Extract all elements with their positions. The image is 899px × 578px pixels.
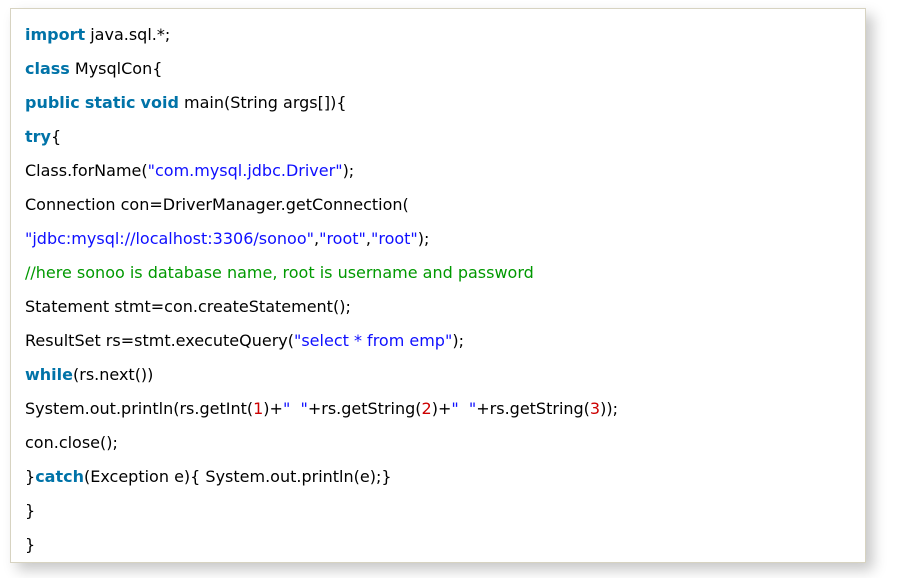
code-segment-plain: }: [25, 535, 36, 554]
code-segment-keyword: class: [25, 59, 70, 78]
code-segment-plain: ,: [314, 229, 320, 248]
code-block: import java.sql.*;class MysqlCon{public …: [10, 8, 866, 563]
code-segment-plain: )+: [263, 399, 283, 418]
code-segment-number: 2: [421, 399, 432, 418]
code-segment-plain: con.close();: [25, 433, 118, 452]
code-segment-plain: );: [452, 331, 464, 350]
code-segment-keyword: catch: [35, 467, 84, 486]
code-line: Class.forName("com.mysql.jdbc.Driver");: [25, 154, 851, 188]
code-segment-plain: Class.forName(: [25, 161, 148, 180]
code-segment-string: "root": [319, 229, 366, 248]
code-line: Statement stmt=con.createStatement();: [25, 290, 851, 324]
code-segment-plain: }: [25, 467, 36, 486]
code-segment-keyword: import: [25, 25, 86, 44]
code-segment-keyword: while: [25, 365, 73, 384]
code-segment-plain: main(String args[]){: [178, 93, 347, 112]
code-line: //here sonoo is database name, root is u…: [25, 256, 851, 290]
code-segment-keyword: try: [25, 127, 51, 146]
code-segment-plain: System.out.println(rs.getInt(: [25, 399, 254, 418]
code-segment-comment: //here sonoo is database name, root is u…: [25, 263, 534, 282]
code-line: ResultSet rs=stmt.executeQuery("select *…: [25, 324, 851, 358]
code-segment-plain: ));: [600, 399, 618, 418]
code-segment-keyword: public: [25, 93, 80, 112]
code-line: }catch(Exception e){ System.out.println(…: [25, 460, 851, 494]
code-segment-plain: (Exception e){ System.out.println(e);}: [84, 467, 392, 486]
code-line: con.close();: [25, 426, 851, 460]
code-line: System.out.println(rs.getInt(1)+" "+rs.g…: [25, 392, 851, 426]
code-line: import java.sql.*;: [25, 18, 851, 52]
code-segment-plain: (rs.next()): [73, 365, 154, 384]
code-segment-plain: {: [50, 127, 62, 146]
code-segment-plain: +rs.getString(: [307, 399, 422, 418]
code-line: "jdbc:mysql://localhost:3306/sonoo","roo…: [25, 222, 851, 256]
code-segment-keyword: static: [84, 93, 136, 112]
code-segment-plain: MysqlCon{: [69, 59, 163, 78]
code-segment-plain: )+: [431, 399, 452, 418]
code-line: Connection con=DriverManager.getConnecti…: [25, 188, 851, 222]
code-segment-plain: java.sql.*;: [85, 25, 171, 44]
code-line: while(rs.next()): [25, 358, 851, 392]
code-segment-plain: ,: [365, 229, 371, 248]
code-segment-string: "select * from emp": [293, 331, 453, 350]
code-line: try{: [25, 120, 851, 154]
code-segment-keyword: void: [140, 93, 179, 112]
code-segment-plain: );: [417, 229, 430, 248]
code-segment-number: 3: [589, 399, 601, 418]
code-line: }: [25, 494, 851, 528]
code-segment-plain: +rs.getString(: [476, 399, 590, 418]
code-segment-plain: }: [25, 501, 36, 520]
code-segment-number: 1: [253, 399, 264, 418]
code-line: public static void main(String args[]){: [25, 86, 851, 120]
code-segment-plain: ResultSet rs=stmt.executeQuery(: [25, 331, 294, 350]
code-segment-string: " ": [451, 399, 477, 418]
code-segment-plain: );: [342, 161, 355, 180]
code-segment-string: "root": [370, 229, 418, 248]
code-segment-string: " ": [282, 399, 308, 418]
code-segment-plain: Statement stmt=con.createStatement();: [25, 297, 351, 316]
code-segment-string: "com.mysql.jdbc.Driver": [147, 161, 343, 180]
code-line: class MysqlCon{: [25, 52, 851, 86]
code-segment-string: "jdbc:mysql://localhost:3306/sonoo": [25, 229, 314, 248]
code-line: }: [25, 528, 851, 562]
code-segment-plain: Connection con=DriverManager.getConnecti…: [25, 195, 409, 214]
